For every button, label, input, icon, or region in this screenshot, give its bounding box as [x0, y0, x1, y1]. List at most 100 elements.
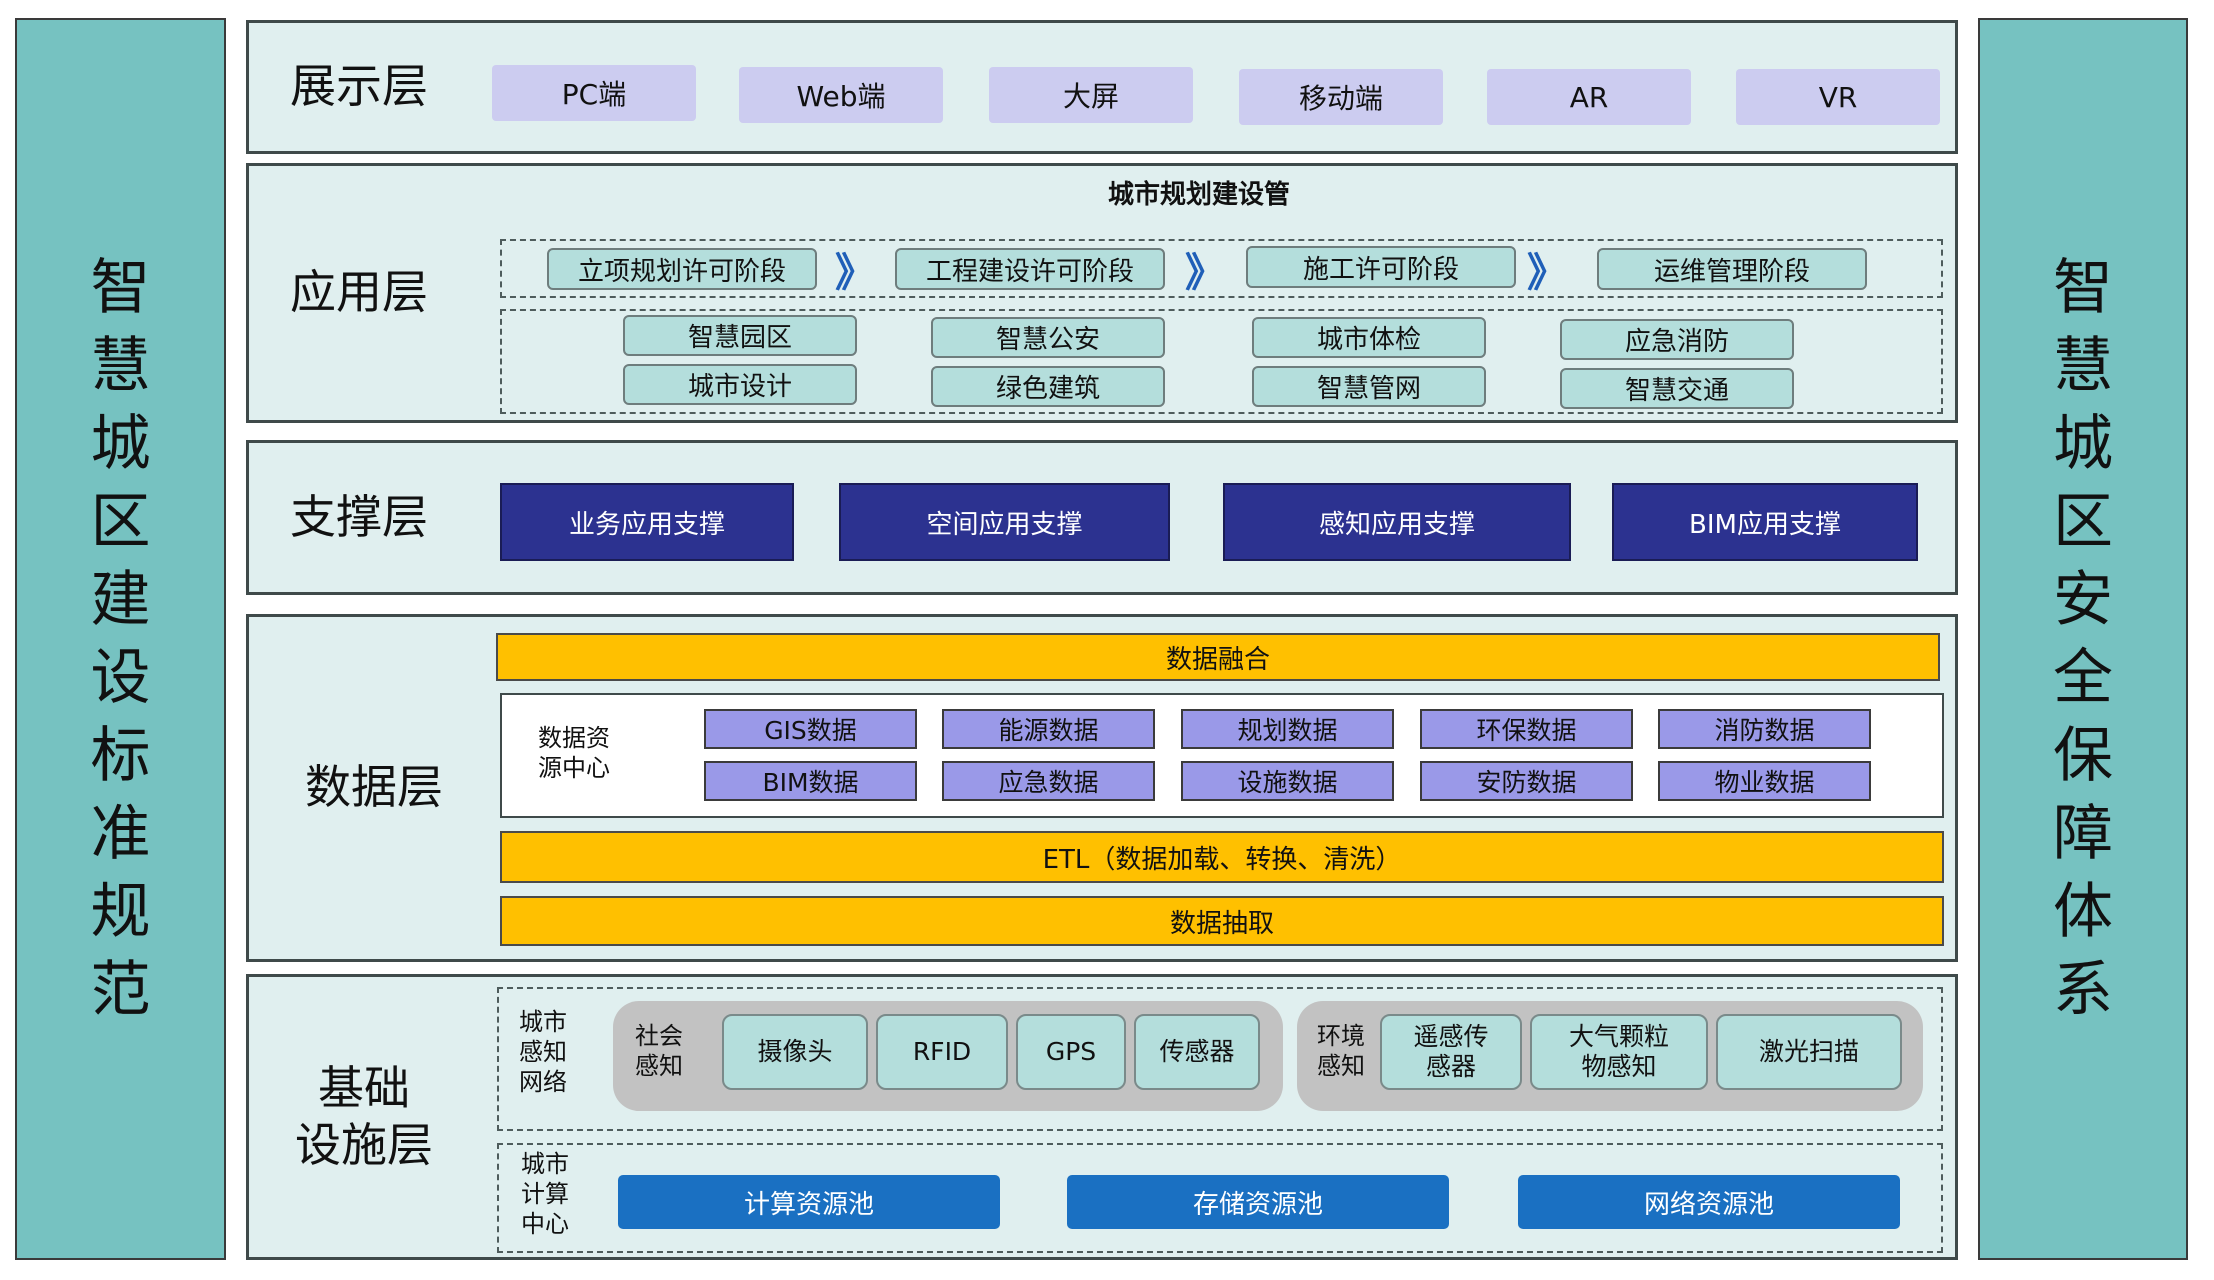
data-facility: 设施数据: [1181, 761, 1394, 801]
camera-sensor: 摄像头: [722, 1014, 868, 1090]
computing-center-label-line: 城市: [521, 1150, 569, 1178]
app-city-inspection: 城市体检: [1252, 317, 1486, 358]
infrastructure-layer-label: 基础 设施层: [249, 977, 479, 1257]
display-item-pc: PC端: [492, 65, 696, 121]
remote-sensing-line: 感器: [1425, 1052, 1476, 1081]
app-green-building: 绿色建筑: [931, 366, 1165, 407]
support-bim: BIM应用支撑: [1612, 483, 1918, 561]
display-item-web: Web端: [739, 67, 943, 123]
data-extract-bar: 数据抽取: [500, 896, 1944, 946]
network-pool: 网络资源池: [1518, 1175, 1900, 1229]
right-panel-char: 智: [2053, 253, 2113, 323]
data-bim: BIM数据: [704, 761, 917, 801]
right-panel-char: 城: [2053, 409, 2113, 479]
app-smart-pipeline: 智慧管网: [1252, 366, 1486, 407]
perception-network-label-line: 网络: [519, 1068, 567, 1096]
data-resource-center-line: 数据资: [538, 724, 610, 752]
data-planning: 规划数据: [1181, 709, 1394, 749]
display-layer: 展示层 PC端 Web端 大屏 移动端 AR VR: [246, 20, 1958, 154]
air-particle-line: 大气颗粒: [1568, 1022, 1669, 1051]
chevron-right-icon: 》: [835, 250, 875, 296]
data-environment: 环保数据: [1420, 709, 1633, 749]
right-panel-char: 保: [2053, 721, 2113, 791]
application-header: 城市规划建设管: [1107, 179, 1290, 210]
air-particle-sensor: 大气颗粒 物感知: [1530, 1014, 1708, 1090]
stage-operations: 运维管理阶段: [1597, 248, 1867, 290]
computing-center: [497, 1143, 1943, 1253]
data-layer-label: 数据层: [305, 760, 443, 815]
social-sensing-label: 社会 感知: [635, 1021, 695, 1091]
right-panel-char: 安: [2053, 565, 2113, 635]
laser-scanning-sensor: 激光扫描: [1716, 1014, 1902, 1090]
left-panel-char: 区: [90, 487, 151, 557]
application-layer: 应用层 城市规划建设管 立项规划许可阶段 》 工程建设许可阶段 》 施工许可阶段…: [246, 163, 1958, 423]
gps-sensor: GPS: [1016, 1014, 1126, 1090]
app-urban-design: 城市设计: [623, 364, 857, 405]
social-sensing-label-line: 社会: [635, 1022, 683, 1050]
left-panel-char: 设: [90, 643, 151, 713]
data-emergency: 应急数据: [942, 761, 1155, 801]
app-smart-security: 智慧公安: [931, 317, 1165, 358]
rfid-sensor: RFID: [876, 1014, 1008, 1090]
remote-sensing-line: 遥感传: [1413, 1022, 1489, 1051]
data-fusion-bar: 数据融合: [496, 633, 1940, 681]
left-panel-char: 范: [90, 955, 151, 1025]
infrastructure-layer: 基础 设施层 城市 感知 网络 社会 感知 摄像头 RFID GPS 传感器 环…: [246, 974, 1958, 1260]
left-panel-standards: 智 慧 城 区 建 设 标 准 规 范: [15, 18, 226, 1260]
perception-network: [497, 987, 1943, 1131]
etl-bar: ETL（数据加载、转换、清洗）: [500, 831, 1944, 883]
app-smart-park: 智慧园区: [623, 315, 857, 356]
environment-sensing-label: 环境 感知: [1317, 1021, 1377, 1091]
perception-network-label-line: 城市: [519, 1008, 567, 1036]
compute-pool: 计算资源池: [618, 1175, 1000, 1229]
right-panel-char: 系: [2053, 955, 2113, 1025]
data-resource-center-label: 数据资 源中心: [538, 723, 638, 793]
computing-center-label: 城市 计算 中心: [521, 1149, 581, 1249]
stage-project-planning: 立项规划许可阶段: [547, 248, 817, 290]
application-layer-label: 应用层: [290, 265, 428, 320]
infrastructure-layer-label-line: 设施层: [295, 1118, 433, 1172]
support-spatial: 空间应用支撑: [839, 483, 1170, 561]
stage-construction-permit: 工程建设许可阶段: [895, 248, 1165, 290]
right-panel-char: 体: [2053, 877, 2113, 947]
data-energy: 能源数据: [942, 709, 1155, 749]
right-panel-security: 智 慧 城 区 安 全 保 障 体 系: [1978, 18, 2188, 1260]
left-panel-char: 准: [90, 799, 151, 869]
chevron-right-icon: 》: [1185, 250, 1225, 296]
display-item-mobile: 移动端: [1239, 69, 1443, 125]
support-business: 业务应用支撑: [500, 483, 794, 561]
social-sensing-label-line: 感知: [635, 1052, 683, 1080]
left-panel-char: 城: [90, 409, 151, 479]
air-particle-line: 物感知: [1581, 1052, 1657, 1081]
data-security: 安防数据: [1420, 761, 1633, 801]
left-panel-char: 标: [90, 721, 151, 791]
general-sensor: 传感器: [1134, 1014, 1260, 1090]
app-emergency-fire: 应急消防: [1560, 319, 1794, 360]
data-layer: 数据层 数据融合 数据资 源中心 GIS数据 能源数据 规划数据 环保数据 消防…: [246, 614, 1958, 962]
remote-sensing-sensor: 遥感传 感器: [1380, 1014, 1522, 1090]
display-item-bigscreen: 大屏: [989, 67, 1193, 123]
environment-sensing-label-line: 环境: [1317, 1022, 1365, 1050]
right-panel-char: 障: [2053, 799, 2113, 869]
right-panel-char: 慧: [2053, 331, 2113, 401]
laser-scanning-line: 激光扫描: [1758, 1037, 1859, 1066]
display-item-vr: VR: [1736, 69, 1940, 125]
computing-center-label-line: 计算: [521, 1180, 569, 1208]
data-fire: 消防数据: [1658, 709, 1871, 749]
perception-network-label-line: 感知: [519, 1038, 567, 1066]
perception-network-label: 城市 感知 网络: [519, 1007, 579, 1107]
storage-pool: 存储资源池: [1067, 1175, 1449, 1229]
data-gis: GIS数据: [704, 709, 917, 749]
computing-center-label-line: 中心: [521, 1210, 569, 1238]
left-panel-char: 智: [90, 253, 151, 323]
environment-sensing-label-line: 感知: [1317, 1052, 1365, 1080]
support-layer-label: 支撑层: [290, 489, 428, 544]
stage-row: [500, 239, 1943, 298]
right-panel-char: 全: [2053, 643, 2113, 713]
stage-build-permit: 施工许可阶段: [1246, 246, 1516, 288]
app-smart-traffic: 智慧交通: [1560, 368, 1794, 409]
left-panel-char: 建: [90, 565, 151, 635]
chevron-right-icon: 》: [1527, 250, 1567, 296]
apps-grid: [500, 309, 1943, 414]
display-item-ar: AR: [1487, 69, 1691, 125]
